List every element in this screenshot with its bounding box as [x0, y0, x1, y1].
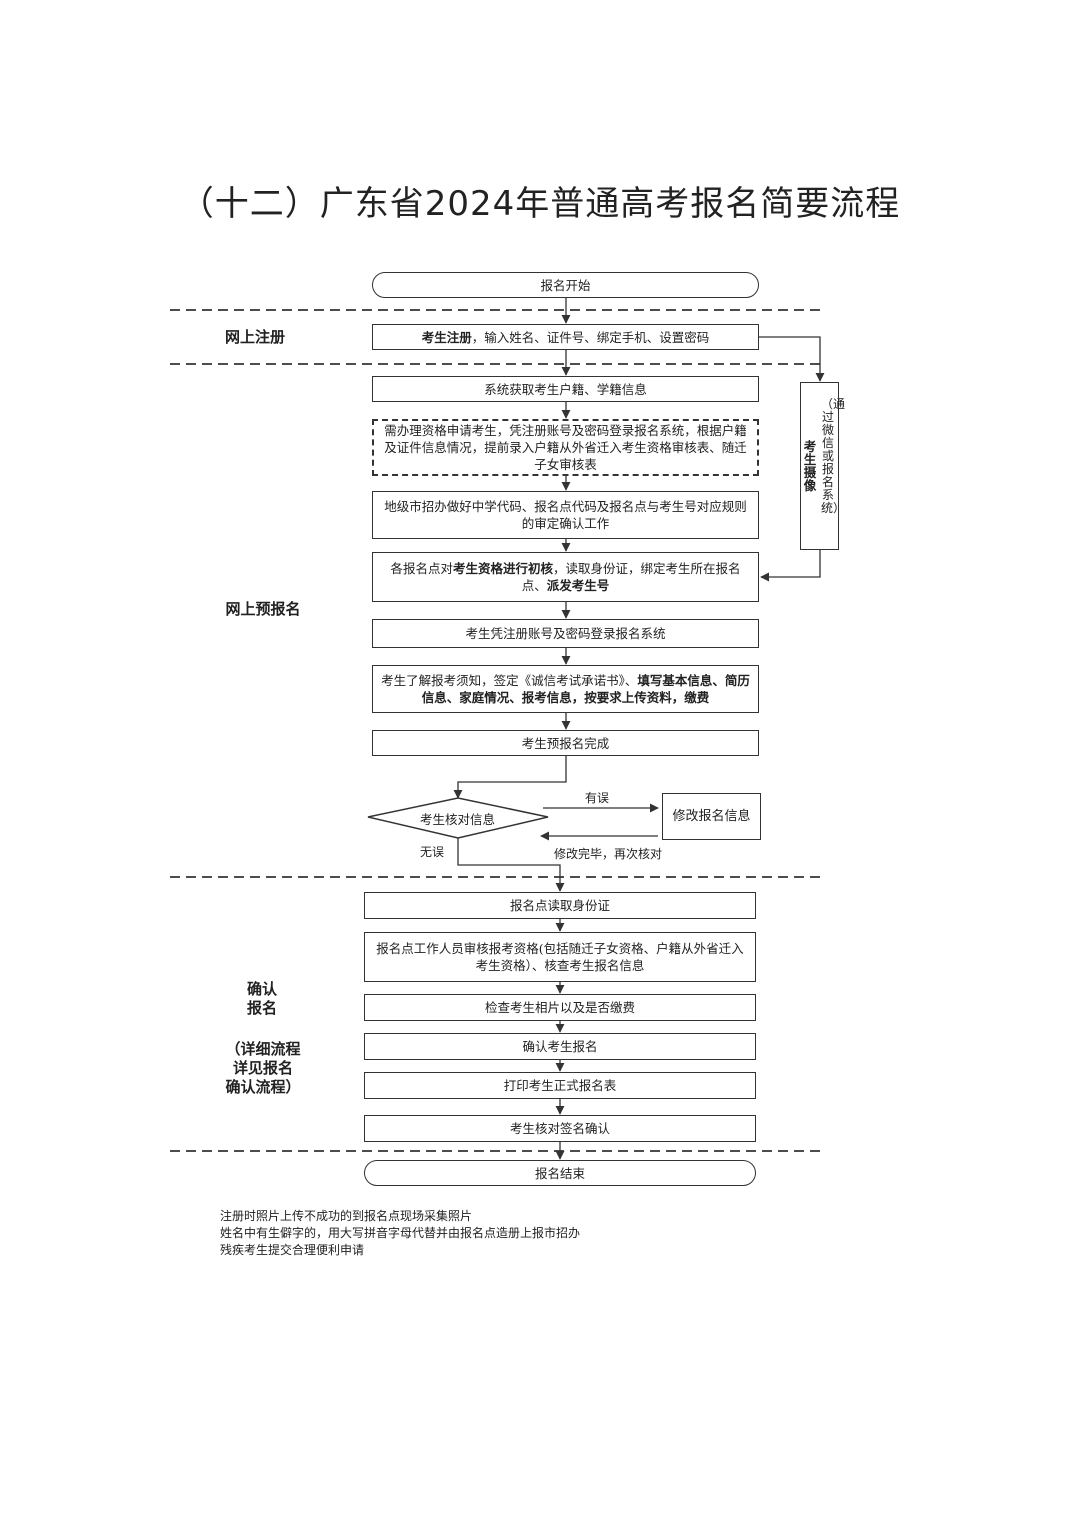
initial-check-step: 各报名点对考生资格进行初核，读取身份证，绑定考生所在报名点、派发考生号 [372, 552, 759, 602]
section-confirm-label: 确认 报名 [246, 980, 277, 1017]
read-id-step: 报名点读取身份证 [364, 892, 756, 919]
fetch-info-step: 系统获取考生户籍、学籍信息 [372, 376, 759, 402]
photo-capture-label: 考生摄像 [803, 439, 817, 493]
section-online-pre-register: 网上预报名 [225, 600, 301, 618]
qualification-step: 需办理资格申请考生，凭注册账号及密码登录报名系统，根据户籍及证件信息情况，提前录… [372, 419, 759, 476]
end-node: 报名结束 [364, 1160, 756, 1186]
no-error-label: 无误 [420, 845, 445, 859]
has-error-label: 有误 [585, 791, 610, 805]
staff-review-step: 报名点工作人员审核报考资格(包括随迁子女资格、户籍从外省迁入考生资格）、核查考生… [364, 932, 756, 982]
photo-capture-box [800, 382, 839, 550]
page-title: （十二）广东省2024年普通高考报名简要流程 [179, 184, 901, 224]
photo-fee-step: 检查考生相片以及是否缴费 [364, 994, 756, 1021]
start-node: 报名开始 [372, 272, 759, 298]
print-form-step: 打印考生正式报名表 [364, 1072, 756, 1099]
pre-register-done-step: 考生预报名完成 [372, 730, 759, 756]
sign-confirm-step: 考生核对签名确认 [364, 1115, 756, 1142]
recheck-label: 修改完毕，再次核对 [554, 847, 663, 861]
login-step: 考生凭注册账号及密码登录报名系统 [372, 619, 759, 648]
city-codes-step: 地级市招办做好中学代码、报名点代码及报名点与考生号对应规则的审定确认工作 [372, 491, 759, 539]
footnotes: 注册时照片上传不成功的到报名点现场采集照片 姓名中有生僻字的，用大写拼音字母代替… [220, 1208, 580, 1259]
register-step: 考生注册，输入姓名、证件号、绑定手机、设置密码 [372, 324, 759, 350]
decision-diamond [367, 797, 549, 839]
footnote-line: 注册时照片上传不成功的到报名点现场采集照片 [220, 1209, 473, 1223]
section-confirm-note: （详细流程 详见报名 确认流程） [225, 1040, 301, 1096]
check-info-label: 考生核对信息 [420, 812, 496, 827]
footnote-line: 残疾考生提交合理便利申请 [220, 1243, 365, 1257]
photo-capture-via: （通过微信或报名系统） [821, 397, 846, 515]
modify-info-box: 修改报名信息 [662, 793, 761, 840]
footnote-line: 姓名中有生僻字的，用大写拼音字母代替并由报名点造册上报市招办 [220, 1226, 581, 1240]
confirm-registration-step: 确认考生报名 [364, 1033, 756, 1060]
section-online-register: 网上注册 [224, 328, 285, 346]
fill-info-step: 考生了解报考须知，签定《诚信考试承诺书》、填写基本信息、简历信息、家庭情况、报考… [372, 665, 759, 713]
